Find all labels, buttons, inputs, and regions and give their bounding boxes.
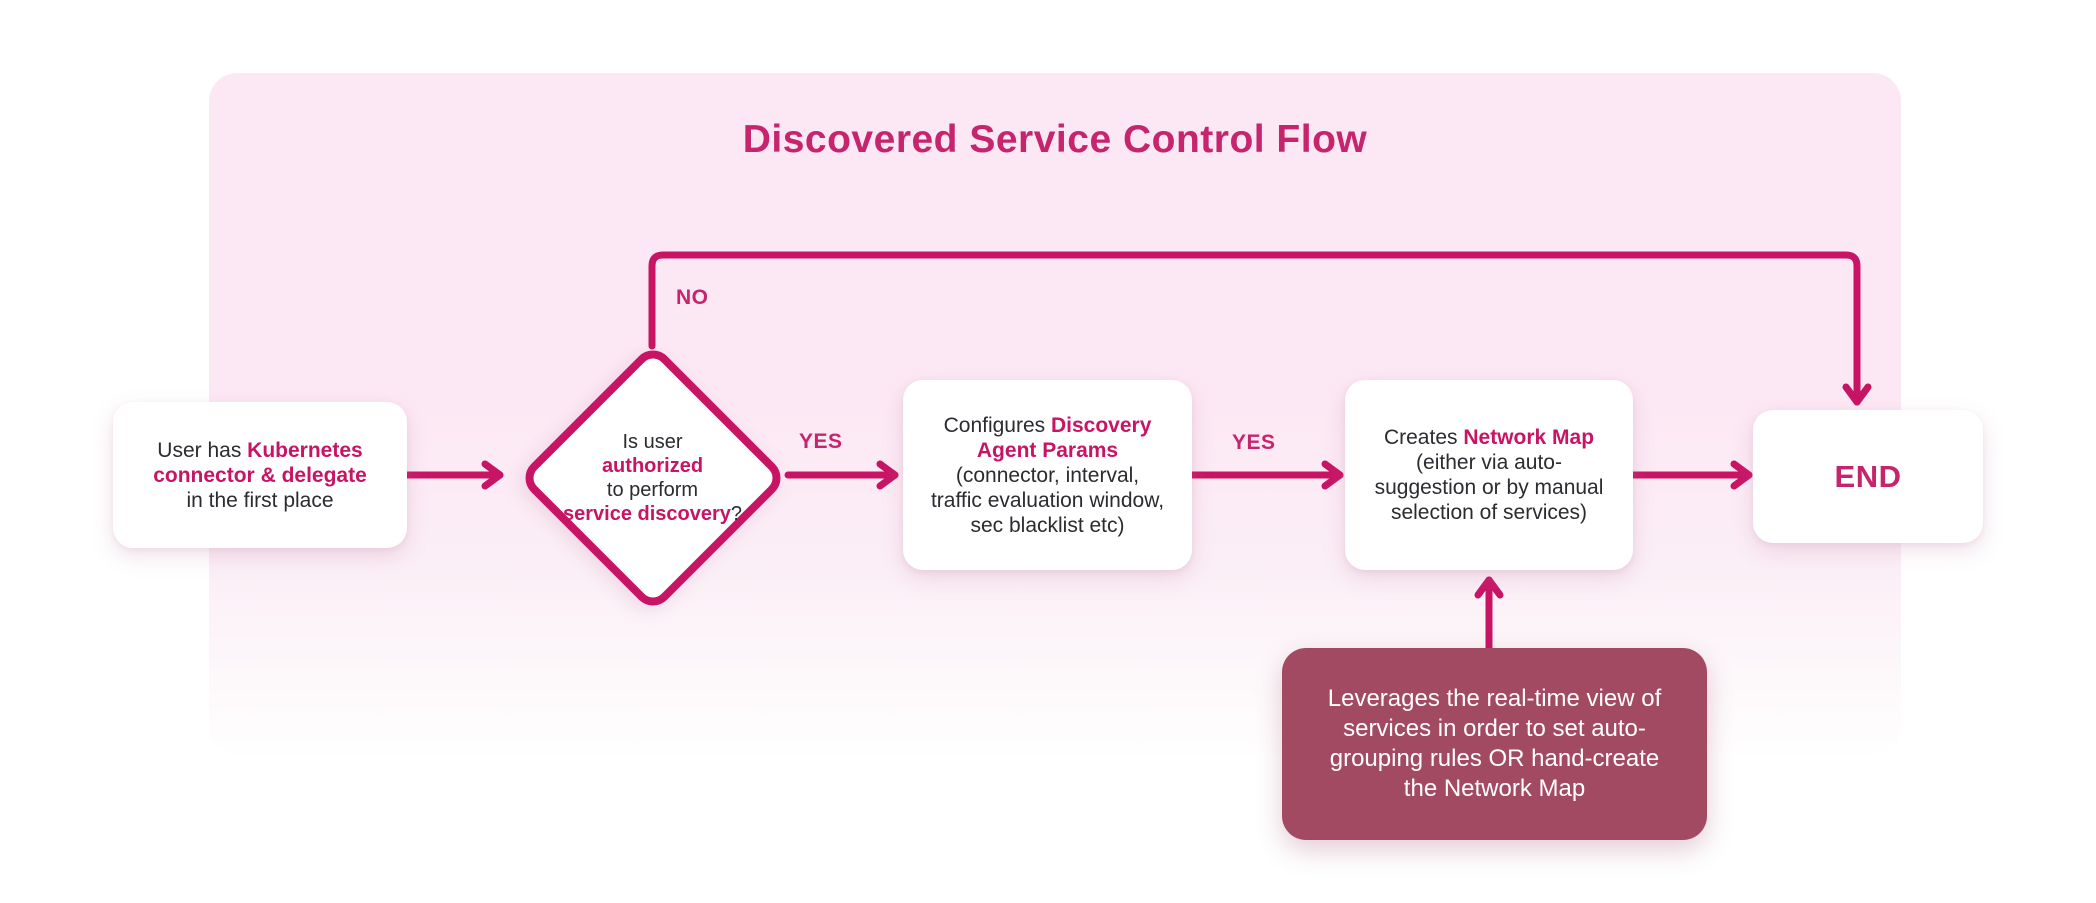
node-start-text: User has Kubernetes connector & delegate…	[153, 438, 367, 512]
node-decision: Is user authorized to perform service di…	[516, 341, 789, 614]
note-leverages: Leverages the real-time view of services…	[1282, 648, 1707, 840]
node-configure-text: Configures Discovery Agent Params (conne…	[930, 413, 1165, 537]
node-start: User has Kubernetes connector & delegate…	[113, 402, 407, 548]
node-create-network-map: Creates Network Map (either via auto- su…	[1345, 380, 1633, 570]
edge-label-no: NO	[676, 286, 709, 309]
edge-label-yes-2: YES	[1232, 431, 1276, 454]
node-decision-text: Is user authorized to perform service di…	[562, 430, 743, 525]
node-create-text: Creates Network Map (either via auto- su…	[1374, 426, 1604, 524]
node-end-label: END	[1834, 459, 1902, 494]
node-end: END	[1753, 410, 1983, 543]
edge-label-yes-1: YES	[799, 430, 843, 453]
diagram-title: Discovered Service Control Flow	[742, 118, 1368, 161]
node-configure-params: Configures Discovery Agent Params (conne…	[903, 380, 1192, 570]
